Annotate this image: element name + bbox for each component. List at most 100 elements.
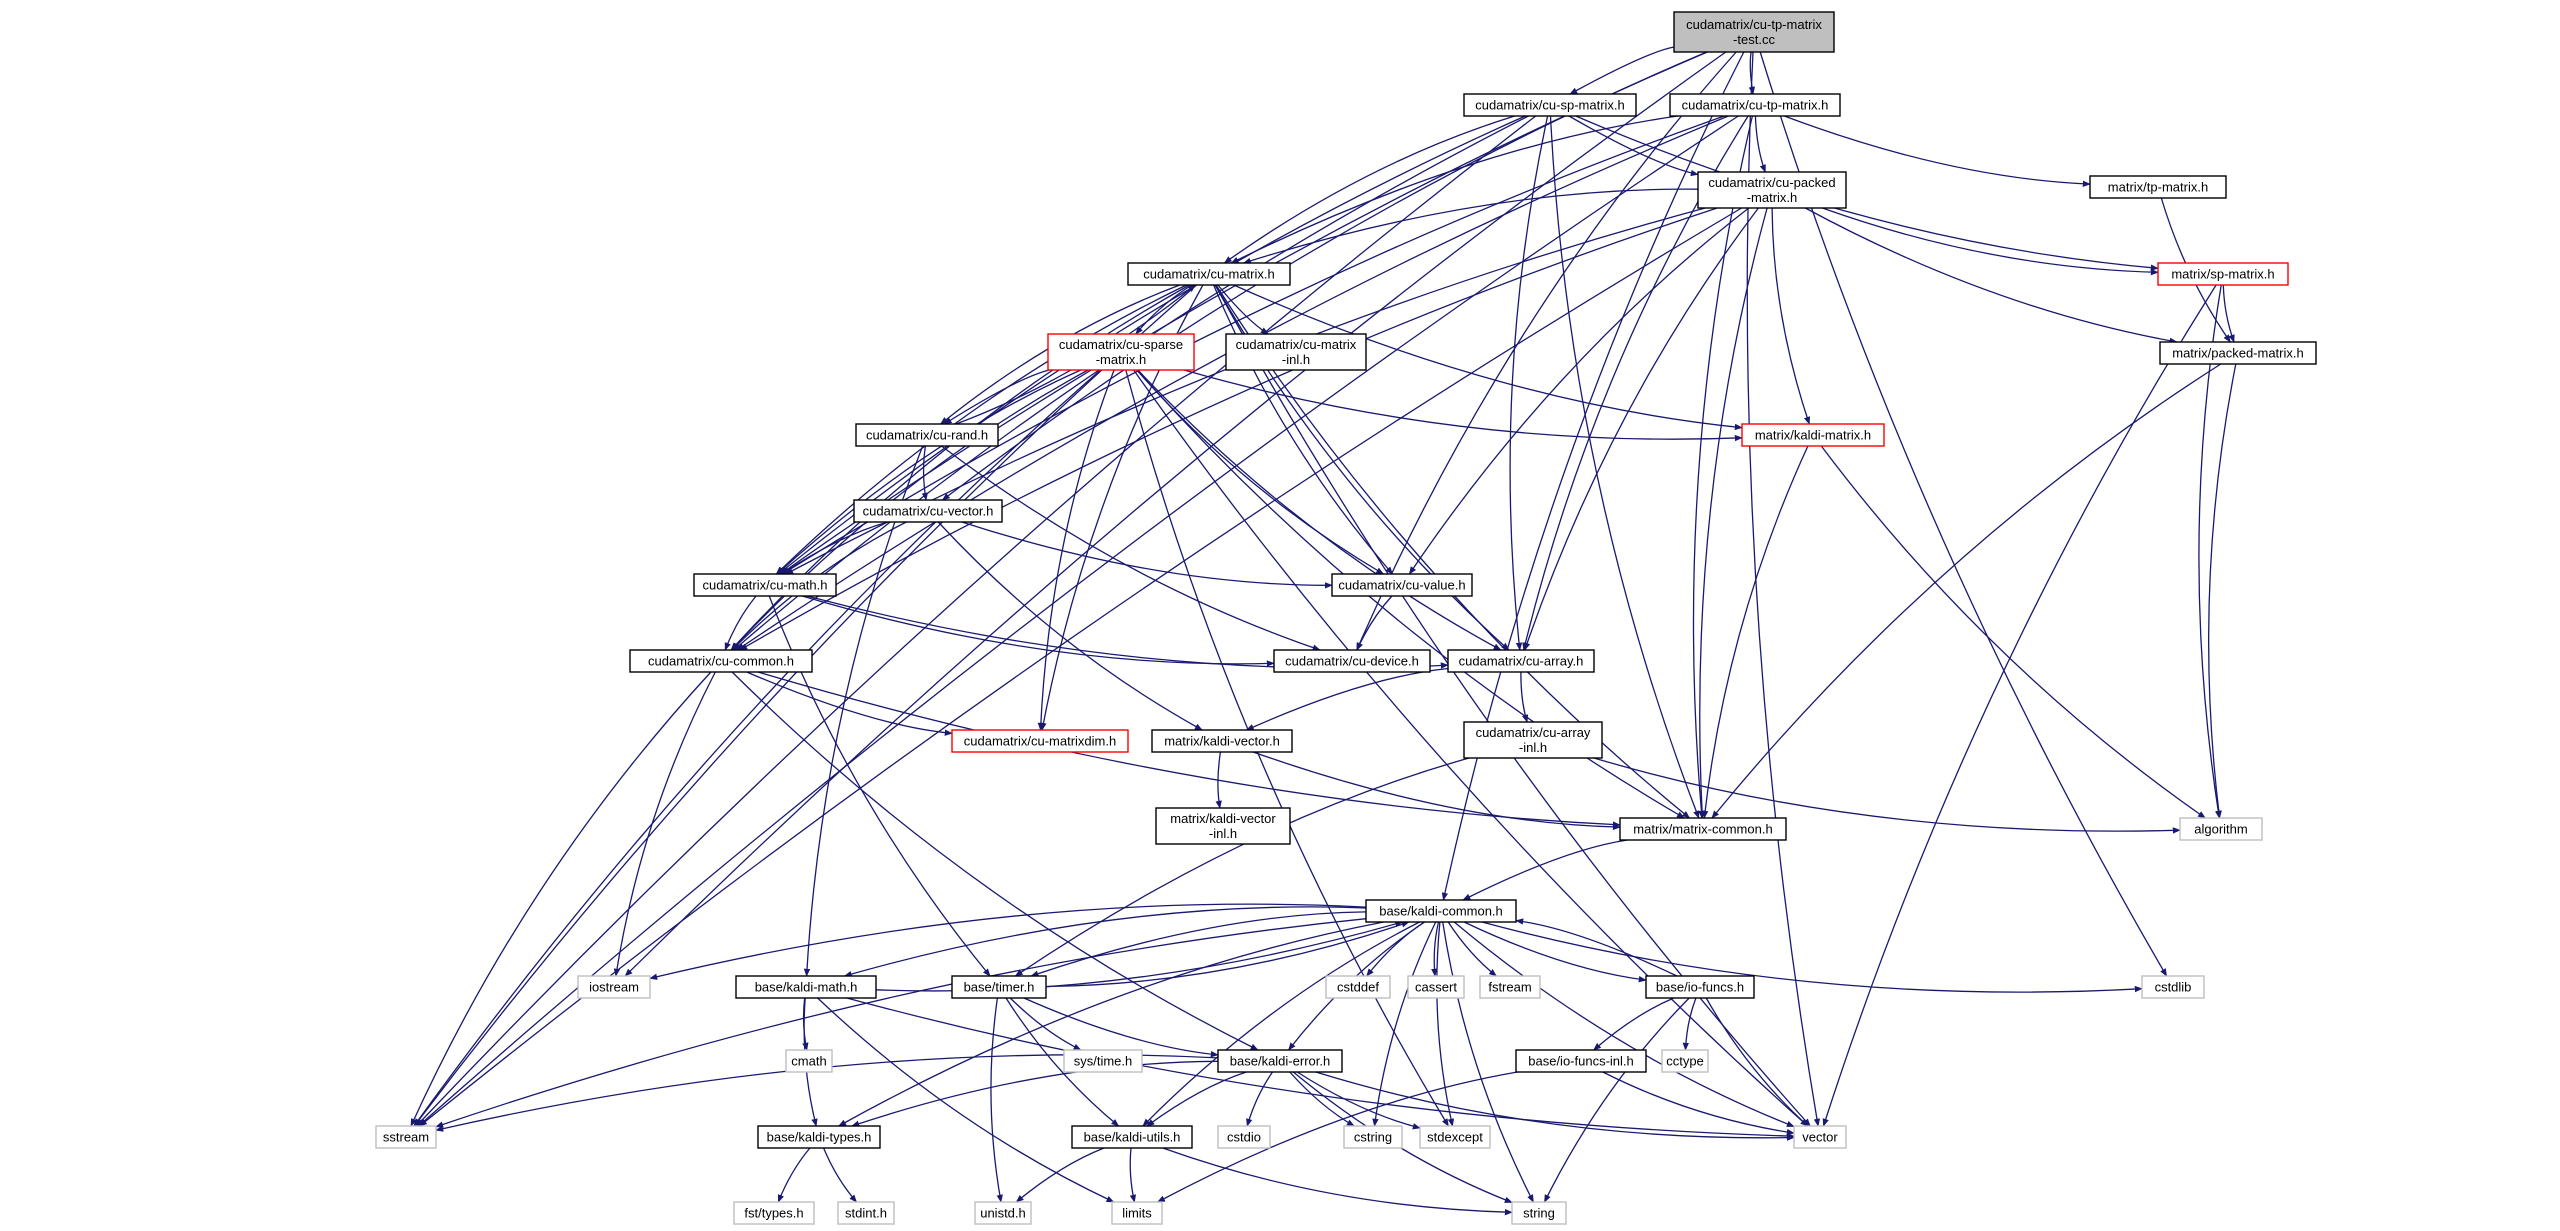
node-box <box>1225 333 1367 371</box>
node-cu-value[interactable]: cudamatrix/cu-value.h <box>1331 573 1473 597</box>
edge-line <box>413 284 1197 1127</box>
node-cu-vector[interactable]: cudamatrix/cu-vector.h <box>853 499 1003 523</box>
node-cu-tp[interactable]: cudamatrix/cu-tp-matrix.h <box>1669 93 1841 117</box>
node-box <box>757 1125 881 1149</box>
node-cu-sp[interactable]: cudamatrix/cu-sp-matrix.h <box>1463 93 1637 117</box>
node-kaldi-types[interactable]: base/kaldi-types.h <box>757 1125 881 1149</box>
node-label: cudamatrix/cu-matrix.h <box>1143 267 1274 282</box>
node-kaldi-math[interactable]: base/kaldi-math.h <box>735 975 877 999</box>
edge-line <box>410 671 712 1127</box>
node-label: cstddef <box>1337 980 1379 995</box>
edge-cu_sparse-to-cu_matrixdim <box>1037 369 1115 731</box>
node-cu-array[interactable]: cudamatrix/cu-array.h <box>1447 649 1595 673</box>
edge-kaldi_error-to-cstring <box>1289 1071 1355 1127</box>
edge-kaldi_types-to-stdint <box>822 1147 858 1203</box>
node-cu-array-inl[interactable]: cudamatrix/cu-array-inl.h <box>1463 721 1603 759</box>
node-box <box>2089 175 2227 199</box>
edge-line <box>1223 115 1515 264</box>
node-matrix-common[interactable]: matrix/matrix-common.h <box>1619 817 1787 841</box>
node-box <box>1447 649 1595 673</box>
node-cu-device[interactable]: cudamatrix/cu-device.h <box>1273 649 1431 673</box>
edge-kaldi_utils-to-string <box>1162 1147 1513 1216</box>
node-tp-matrix[interactable]: matrix/tp-matrix.h <box>2089 175 2227 199</box>
edge-cu_sp-to-cu_math <box>777 115 1526 575</box>
node-box <box>1697 171 1847 209</box>
node-fst-types: fst/types.h <box>733 1201 815 1225</box>
edge-line <box>1447 921 1497 977</box>
node-timer[interactable]: base/timer.h <box>951 975 1047 999</box>
node-box <box>733 1201 815 1225</box>
node-kaldi-matrix[interactable]: matrix/kaldi-matrix.h <box>1741 423 1885 447</box>
node-box <box>1273 649 1431 673</box>
node-kaldi-vector[interactable]: matrix/kaldi-vector.h <box>1151 729 1293 753</box>
node-cu-sparse[interactable]: cudamatrix/cu-sparse-matrix.h <box>1047 333 1195 371</box>
node-box <box>735 975 877 999</box>
edge-kaldi_common-to-cstdlib <box>1481 921 2143 993</box>
node-label: matrix/kaldi-vector <box>1170 811 1276 826</box>
edge-line <box>1037 369 1115 731</box>
node-root[interactable]: cudamatrix/cu-tp-matrix-test.cc <box>1673 11 1835 53</box>
edge-line <box>1015 1147 1105 1203</box>
node-sp-matrix[interactable]: matrix/sp-matrix.h <box>2157 262 2289 286</box>
edge-cu_value-to-cu_device <box>1356 595 1393 651</box>
edge-line <box>1754 115 1766 173</box>
edge-line <box>1146 1071 1247 1127</box>
node-io-funcs-inl[interactable]: base/io-funcs-inl.h <box>1515 1049 1647 1073</box>
node-box <box>1343 1125 1403 1149</box>
edge-cu_tp-to-tp_matrix <box>1784 115 2091 187</box>
edge-cu_tp-to-cu_math <box>781 115 1725 575</box>
node-label: base/kaldi-math.h <box>755 980 858 995</box>
edge-kaldi_matrix-to-matrix_common <box>1701 445 1809 819</box>
edge-line <box>1233 284 1743 431</box>
edge-line <box>1246 1071 1274 1127</box>
edge-line <box>1822 207 2159 276</box>
edge-cu_vector-to-cu_value <box>961 521 1333 589</box>
node-cu-matrix-inl[interactable]: cudamatrix/cu-matrix-inl.h <box>1225 333 1367 371</box>
node-cu-common[interactable]: cudamatrix/cu-common.h <box>629 649 813 673</box>
edge-line <box>1593 997 1675 1051</box>
edge-cu_tp-to-cu_common <box>736 115 1729 651</box>
edge-kaldi_utils-to-limits <box>1129 1147 1137 1203</box>
edge-line <box>1520 671 1529 723</box>
edge-line <box>1436 921 1455 1127</box>
node-cu-matrix[interactable]: cudamatrix/cu-matrix.h <box>1127 262 1291 286</box>
node-cu-matrixdim[interactable]: cudamatrix/cu-matrixdim.h <box>951 729 1129 753</box>
node-label: matrix/sp-matrix.h <box>2171 267 2274 282</box>
node-label: iostream <box>589 980 639 995</box>
edge-cu_array-to-cu_array_inl <box>1520 671 1529 723</box>
node-io-funcs[interactable]: base/io-funcs.h <box>1645 975 1755 999</box>
edge-kaldi_common-to-sstream <box>435 918 1367 1128</box>
edge-line <box>776 369 1082 575</box>
edge-cu_sp-to-cu_packed <box>1568 115 1699 177</box>
edge-line <box>1014 757 1470 977</box>
edge-line <box>961 521 1333 589</box>
edge-cu_matrix-to-kaldi_matrix <box>1233 284 1743 431</box>
node-kaldi-error[interactable]: base/kaldi-error.h <box>1217 1049 1343 1073</box>
node-cstdlib: cstdlib <box>2141 975 2205 999</box>
node-cu-rand[interactable]: cudamatrix/cu-rand.h <box>855 423 999 447</box>
node-cu-packed[interactable]: cudamatrix/cu-packed-matrix.h <box>1697 171 1847 209</box>
node-kaldi-vector-inl[interactable]: matrix/kaldi-vector-inl.h <box>1155 807 1291 845</box>
edge-cu_matrix-to-cu_matrix_inl <box>1217 284 1269 335</box>
node-label: cudamatrix/cu-common.h <box>648 654 794 669</box>
node-box <box>1111 1201 1163 1225</box>
edge-kaldi_common-to-stdexcept <box>1436 921 1455 1127</box>
node-label: string <box>1523 1206 1555 1221</box>
node-label: fstream <box>1488 980 1531 995</box>
node-box <box>2179 817 2263 841</box>
edge-line <box>1441 51 1745 901</box>
node-kaldi-common[interactable]: base/kaldi-common.h <box>1365 899 1517 923</box>
edge-line <box>731 671 1259 1051</box>
edge-line <box>2198 284 2222 819</box>
node-box <box>1217 1125 1271 1149</box>
node-packed-matrix[interactable]: matrix/packed-matrix.h <box>2159 341 2317 365</box>
node-label: sys/time.h <box>1074 1054 1133 1069</box>
node-box <box>1331 573 1473 597</box>
node-cu-math[interactable]: cudamatrix/cu-math.h <box>693 573 837 597</box>
node-label: matrix/tp-matrix.h <box>2108 180 2208 195</box>
node-kaldi-utils[interactable]: base/kaldi-utils.h <box>1071 1125 1193 1149</box>
edge-line <box>1215 751 1222 809</box>
edge-kaldi_common-to-vector <box>1453 921 1795 1128</box>
node-label: cudamatrix/cu-packed <box>1708 175 1835 190</box>
edge-line <box>1183 369 1743 442</box>
